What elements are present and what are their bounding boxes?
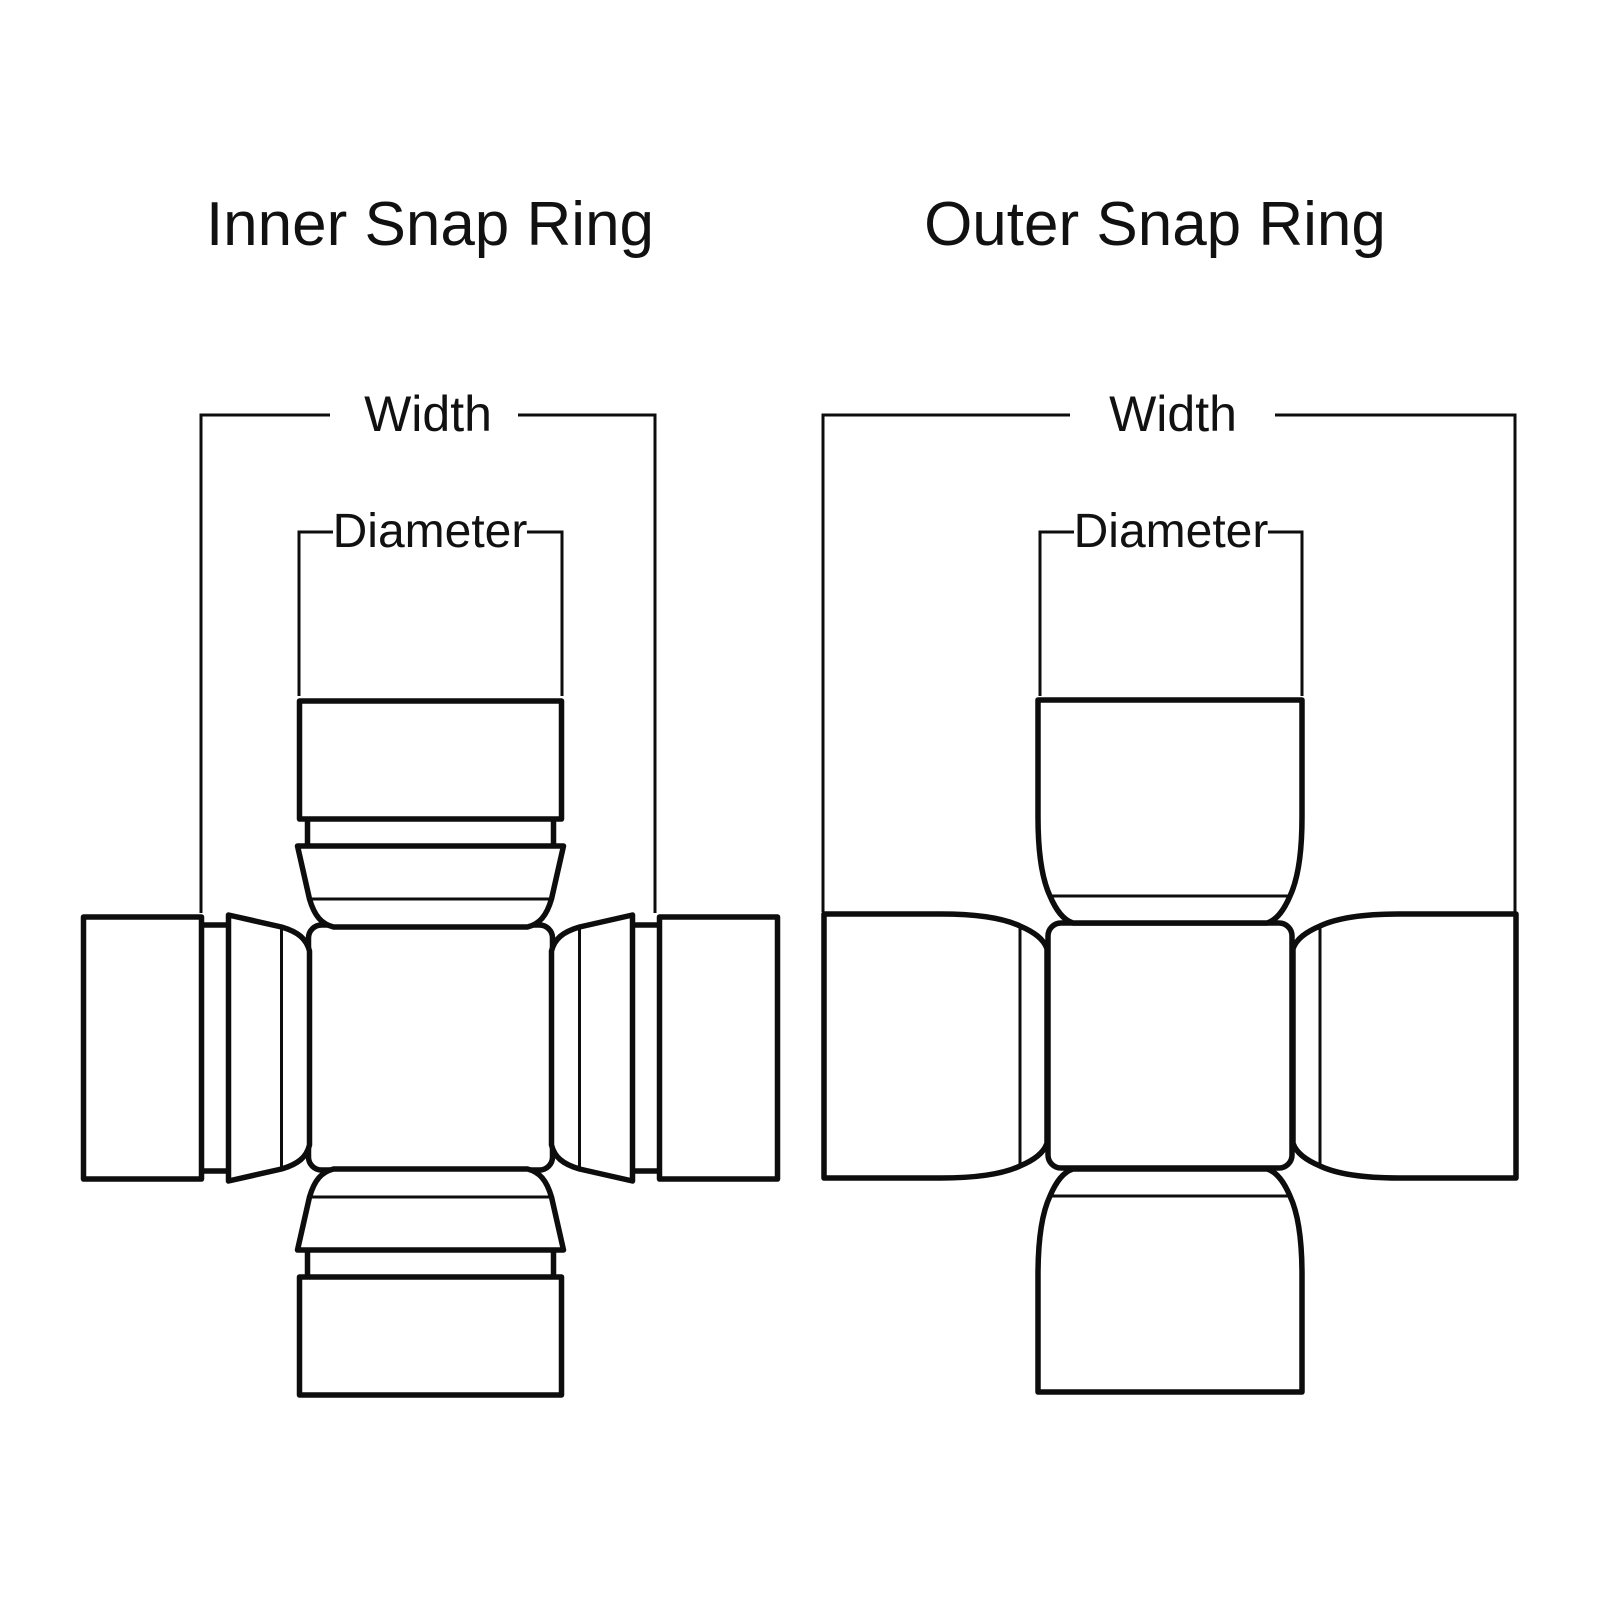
outer-bearing-cap-bottom bbox=[1038, 1169, 1302, 1392]
inner-bearing-cap-bottom bbox=[298, 1169, 564, 1395]
inner-cross-center-body bbox=[305, 922, 556, 1173]
inner-snap-ring-diagram: Inner Snap Ring Width Diameter bbox=[84, 190, 778, 1395]
outer-width-label: Width bbox=[1109, 386, 1237, 442]
inner-diameter-bracket: Diameter bbox=[297, 505, 564, 696]
outer-width-bracket: Width bbox=[821, 386, 1517, 912]
outer-bearing-cap-top bbox=[1038, 700, 1302, 923]
inner-ujoint-cross-drawing bbox=[84, 701, 778, 1395]
outer-bearing-cap-left bbox=[824, 914, 1047, 1178]
inner-width-label: Width bbox=[364, 386, 492, 442]
outer-diameter-label: Diameter bbox=[1074, 505, 1269, 558]
inner-bearing-cap-right bbox=[552, 915, 778, 1181]
inner-bearing-cap-top bbox=[298, 701, 564, 927]
outer-bearing-cap-right bbox=[1293, 914, 1516, 1178]
outer-diameter-bracket: Diameter bbox=[1038, 505, 1304, 696]
outer-snap-ring-diagram: Outer Snap Ring Width Diameter bbox=[823, 190, 1516, 1392]
outer-snap-ring-title: Outer Snap Ring bbox=[924, 190, 1386, 259]
inner-snap-ring-title: Inner Snap Ring bbox=[206, 190, 654, 259]
outer-cross-center-body bbox=[1045, 920, 1295, 1171]
inner-diameter-label: Diameter bbox=[333, 505, 528, 558]
inner-bearing-cap-left bbox=[84, 915, 310, 1181]
inner-width-bracket: Width bbox=[199, 386, 657, 913]
outer-ujoint-cross-drawing bbox=[824, 700, 1516, 1392]
